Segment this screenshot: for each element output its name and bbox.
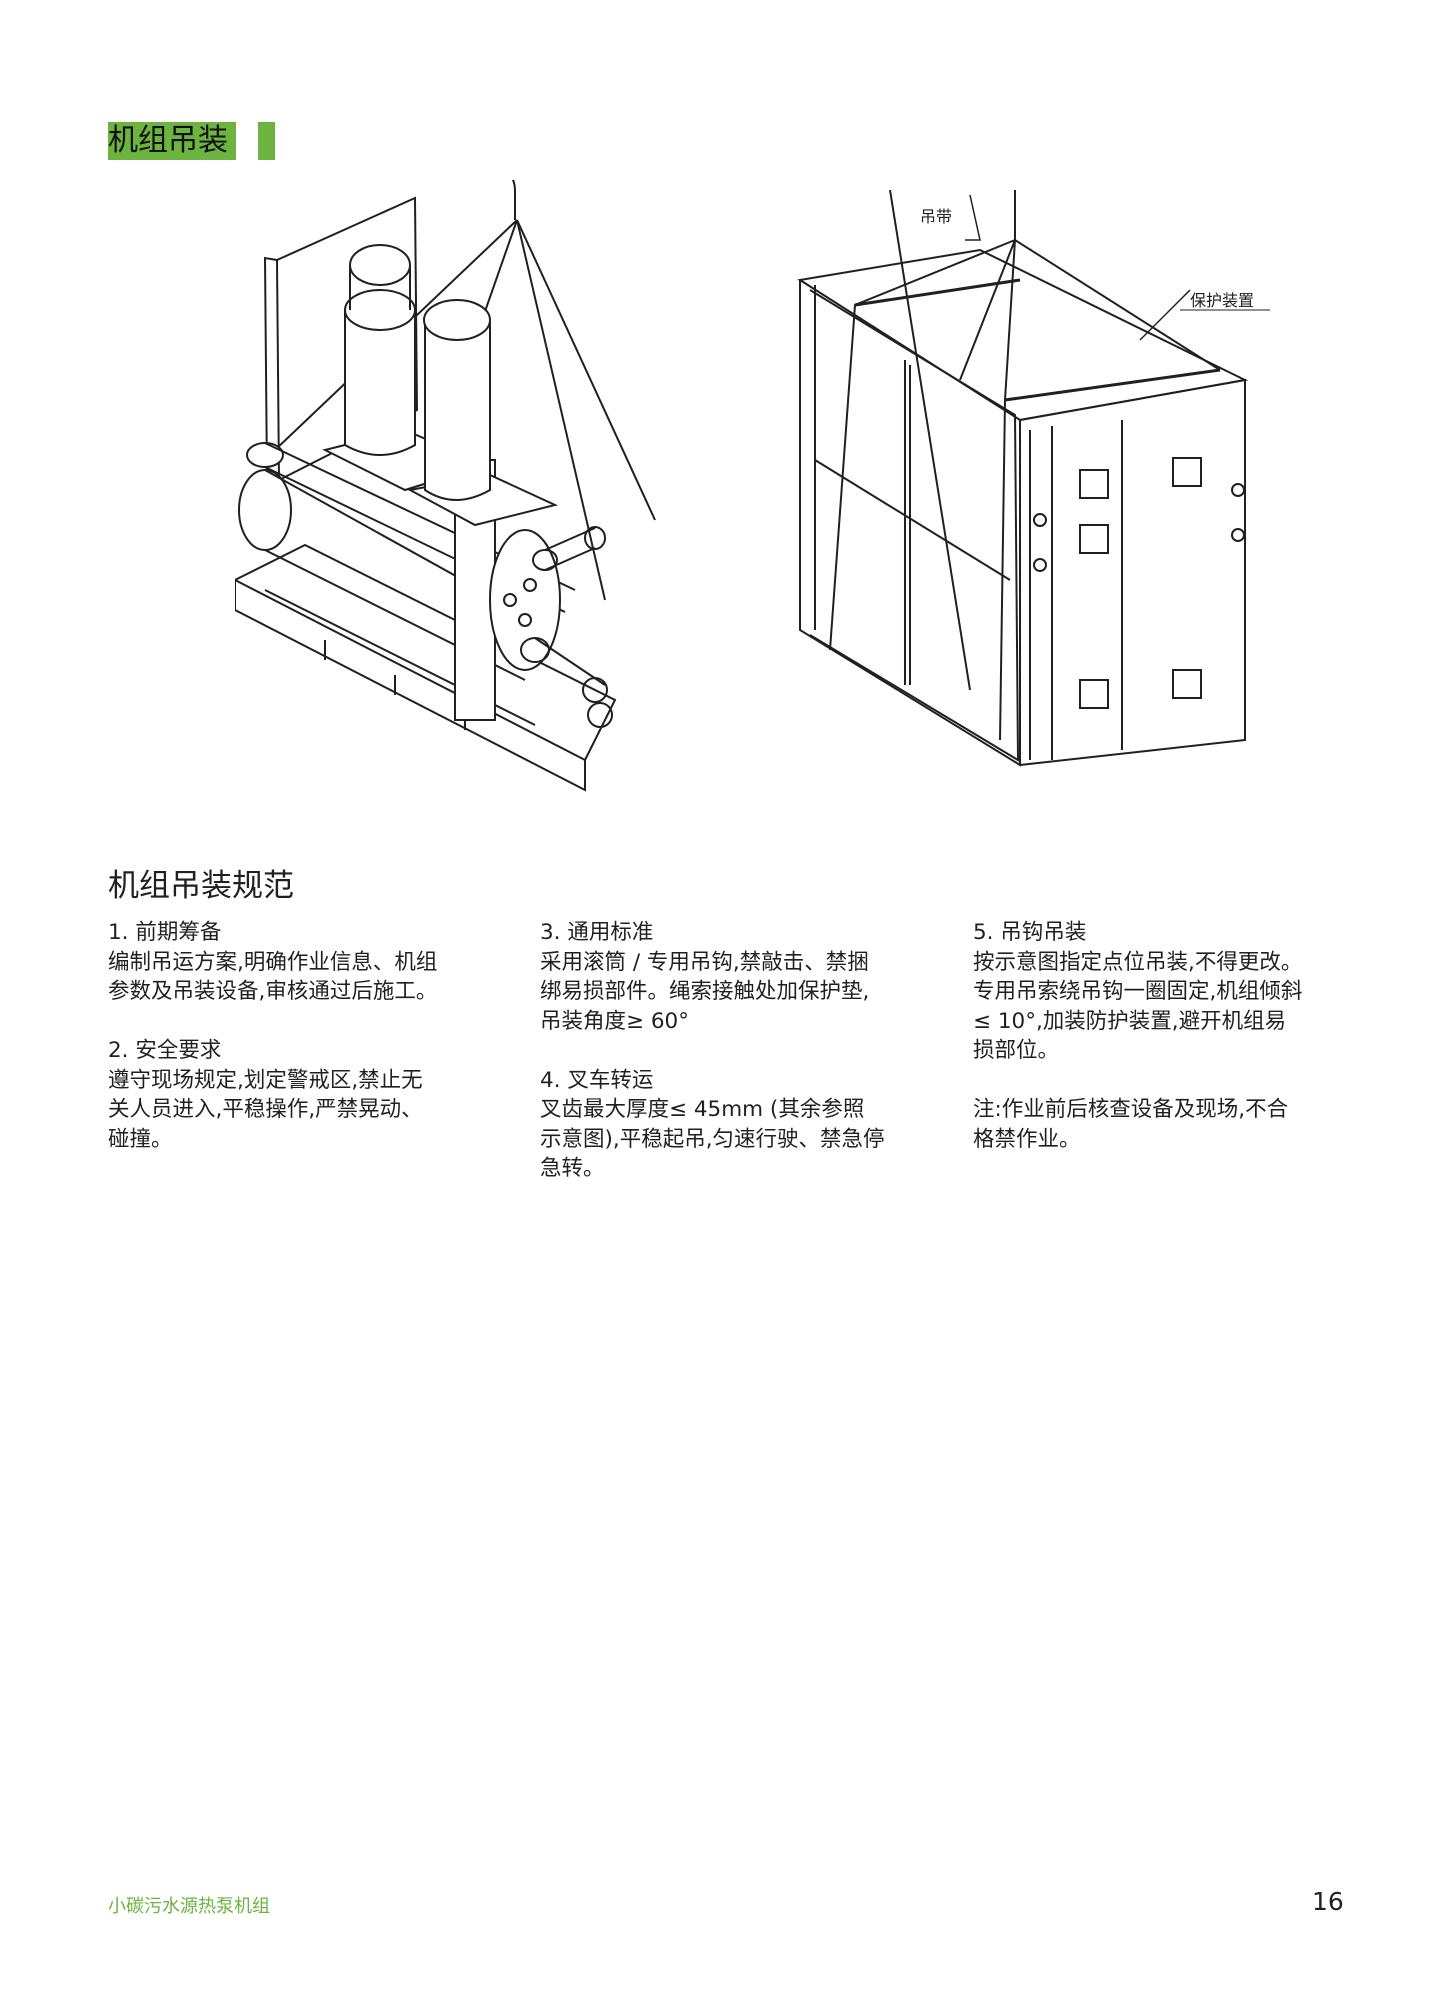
spec-line: 关人员进入,平稳操作,严禁晃动、 bbox=[108, 1097, 423, 1122]
spec-item: 1. 前期筹备 编制吊运方案,明确作业信息、机组 参数及吊装设备,审核通过后施工… bbox=[108, 918, 493, 1007]
spec-line: 编制吊运方案,明确作业信息、机组 bbox=[108, 949, 438, 975]
open-unit-lifting-illustration bbox=[235, 180, 656, 792]
spec-line: ≤ 10°,加装防护装置,避开机组易 bbox=[973, 1008, 1287, 1034]
section-title: 机组吊装规范 bbox=[108, 868, 294, 904]
spec-column-1: 1. 前期筹备 编制吊运方案,明确作业信息、机组 参数及吊装设备,审核通过后施工… bbox=[108, 918, 493, 1184]
enclosed-unit-lifting-illustration: 吊带 保护装置 bbox=[797, 190, 1270, 767]
spec-line: 示意图),平稳起吊,匀速行驶、禁急停 bbox=[540, 1126, 885, 1152]
spec-line: 急转。 bbox=[540, 1156, 605, 1181]
note-line: 格禁作业。 bbox=[973, 1126, 1081, 1152]
spec-line: 专用吊索绕吊钩一圈固定,机组倾斜 bbox=[973, 979, 1303, 1004]
spec-note: 注:作业前后核查设备及现场,不合 格禁作业。 bbox=[973, 1095, 1358, 1154]
note-line: 注:作业前后核查设备及现场,不合 bbox=[973, 1097, 1289, 1122]
spec-line: 碰撞。 bbox=[108, 1126, 173, 1152]
spec-line: 绑易损部件。绳索接触处加保护垫, bbox=[540, 979, 870, 1004]
spec-heading: 3. 通用标准 bbox=[540, 920, 654, 945]
page-number: 16 bbox=[1312, 1887, 1344, 1916]
spec-item: 5. 吊钩吊装 按示意图指定点位吊装,不得更改。 专用吊索绕吊钩一圈固定,机组倾… bbox=[973, 918, 1358, 1066]
spec-item: 2. 安全要求 遵守现场规定,划定警戒区,禁止无 关人员进入,平稳操作,严禁晃动… bbox=[108, 1036, 493, 1154]
spec-line: 遵守现场规定,划定警戒区,禁止无 bbox=[108, 1067, 423, 1093]
spec-line: 吊装角度≥ 60° bbox=[540, 1008, 689, 1034]
spec-heading: 2. 安全要求 bbox=[108, 1038, 222, 1063]
spec-line: 损部位。 bbox=[973, 1038, 1060, 1063]
spec-line: 叉齿最大厚度≤ 45mm (其余参照 bbox=[540, 1097, 865, 1122]
footer-product-name: 小碳污水源热泵机组 bbox=[108, 1896, 270, 1917]
spec-heading: 1. 前期筹备 bbox=[108, 920, 222, 945]
protector-label: 保护装置 bbox=[1190, 291, 1254, 310]
title-accent-mark bbox=[258, 122, 275, 160]
spec-line: 参数及吊装设备,审核通过后施工。 bbox=[108, 979, 438, 1004]
spec-item: 3. 通用标准 采用滚筒 / 专用吊钩,禁敲击、禁捆 绑易损部件。绳索接触处加保… bbox=[540, 918, 925, 1036]
spec-line: 按示意图指定点位吊装,不得更改。 bbox=[973, 949, 1303, 975]
page-title-text: 机组吊装 bbox=[108, 123, 228, 158]
spec-heading: 5. 吊钩吊装 bbox=[973, 920, 1087, 945]
spec-line: 采用滚筒 / 专用吊钩,禁敲击、禁捆 bbox=[540, 949, 869, 975]
spec-heading: 4. 叉车转运 bbox=[540, 1067, 654, 1093]
spec-column-3: 5. 吊钩吊装 按示意图指定点位吊装,不得更改。 专用吊索绕吊钩一圈固定,机组倾… bbox=[973, 918, 1358, 1184]
spec-column-2: 3. 通用标准 采用滚筒 / 专用吊钩,禁敲击、禁捆 绑易损部件。绳索接触处加保… bbox=[540, 918, 925, 1213]
spec-item: 4. 叉车转运 叉齿最大厚度≤ 45mm (其余参照 示意图),平稳起吊,匀速行… bbox=[540, 1066, 925, 1184]
page-title: 机组吊装 bbox=[108, 122, 236, 160]
strap-label: 吊带 bbox=[920, 207, 952, 226]
